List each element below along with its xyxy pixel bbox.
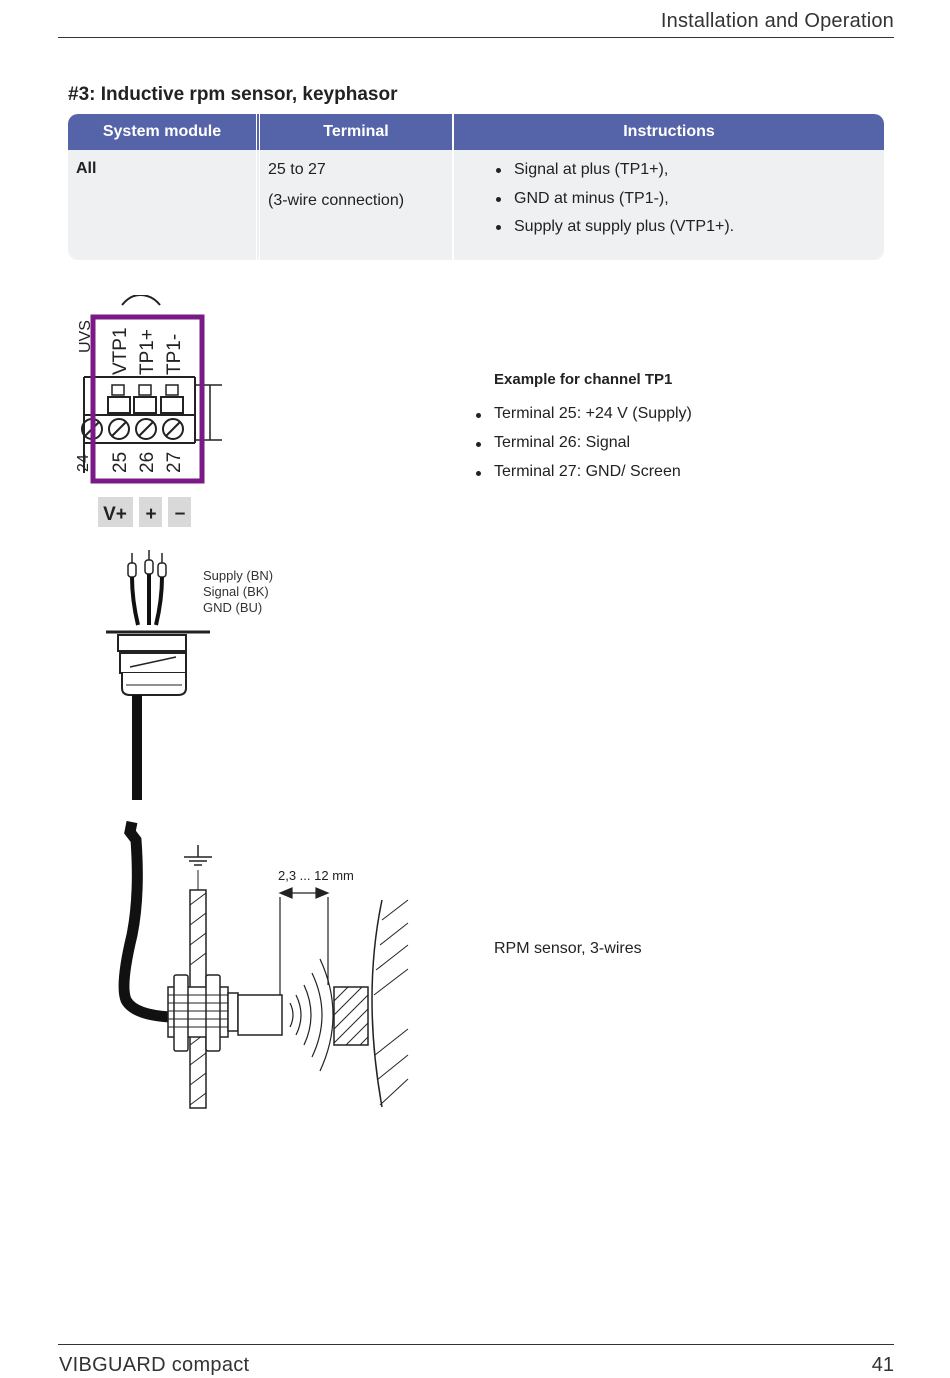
footer-rule	[58, 1344, 894, 1345]
svg-text:UVS: UVS	[77, 320, 94, 353]
gap-dimension	[278, 887, 330, 995]
wiring-diagram: UVS 24 VTP1 TP1+ TP1- 25 26 27 V+ + –	[75, 295, 409, 1109]
pin-label: VTP1	[110, 327, 131, 375]
gap-label: 2,3 ... 12 mm	[278, 868, 354, 883]
list-item: Signal at plus (TP1+),	[462, 160, 876, 180]
terminal-block: UVS 24	[75, 295, 222, 473]
wires	[130, 574, 164, 626]
terminal-number: 27	[164, 452, 185, 473]
section-title: #3: Inductive rpm sensor, keyphasor	[68, 84, 398, 105]
sensor-cable	[118, 820, 171, 1023]
cell-module: All	[68, 150, 260, 260]
terminal-highlight-frame	[90, 314, 205, 484]
list-item: Terminal 25: +24 V (Supply)	[475, 404, 692, 424]
module-value: All	[76, 160, 97, 177]
list-item: Terminal 27: GND/ Screen	[475, 462, 692, 482]
sensor-caption: RPM sensor, 3-wires	[494, 940, 642, 957]
pin-label: TP1+	[137, 329, 158, 375]
terminal-number: 25	[110, 452, 131, 473]
cable	[132, 695, 142, 800]
terminal-number: 26	[137, 452, 158, 473]
instructions-list: Signal at plus (TP1+), GND at minus (TP1…	[462, 160, 876, 237]
list-item: Terminal 26: Signal	[475, 433, 692, 453]
sensor-body	[167, 974, 283, 1052]
header-title: Installation and Operation	[660, 10, 894, 32]
footer-product: VIBGUARD compact	[59, 1354, 250, 1376]
spec-table: System module Terminal Instructions All …	[68, 114, 884, 260]
ground-icon	[184, 845, 212, 890]
example-title: Example for channel TP1	[494, 371, 673, 388]
svg-text:24: 24	[75, 454, 92, 472]
pin-label: TP1-	[164, 334, 185, 375]
header-rule	[58, 37, 894, 38]
polarity-label: +	[145, 504, 156, 525]
example-list: Terminal 25: +24 V (Supply) Terminal 26:…	[475, 404, 692, 491]
polarity-box	[139, 497, 162, 527]
terminal-connection: (3-wire connection)	[268, 192, 405, 209]
table-header-row: System module Terminal Instructions	[68, 114, 884, 150]
list-item: Supply at supply plus (VTP1+).	[462, 217, 876, 237]
polarity-label: –	[175, 503, 186, 524]
table-row: All 25 to 27 (3-wire connection) Signal …	[68, 150, 884, 260]
wire-label: Signal (BK)	[203, 584, 269, 599]
polarity-box	[98, 497, 133, 527]
footer-page-number: 41	[871, 1354, 894, 1376]
wire-ferrules	[127, 550, 167, 578]
cable-gland	[106, 630, 210, 696]
col-header-terminal: Terminal	[260, 114, 454, 150]
shaft-target	[333, 899, 409, 1108]
signal-waves	[289, 958, 334, 1072]
terminal-range: 25 to 27	[268, 161, 326, 178]
wire-label: Supply (BN)	[203, 568, 273, 583]
polarity-box	[168, 497, 191, 527]
cell-terminal: 25 to 27 (3-wire connection)	[260, 150, 454, 260]
col-header-system-module: System module	[68, 114, 260, 150]
wire-label: GND (BU)	[203, 600, 262, 615]
col-header-instructions: Instructions	[454, 114, 884, 150]
cell-instructions: Signal at plus (TP1+), GND at minus (TP1…	[454, 150, 884, 260]
polarity-label: V+	[103, 504, 127, 525]
list-item: GND at minus (TP1-),	[462, 189, 876, 209]
